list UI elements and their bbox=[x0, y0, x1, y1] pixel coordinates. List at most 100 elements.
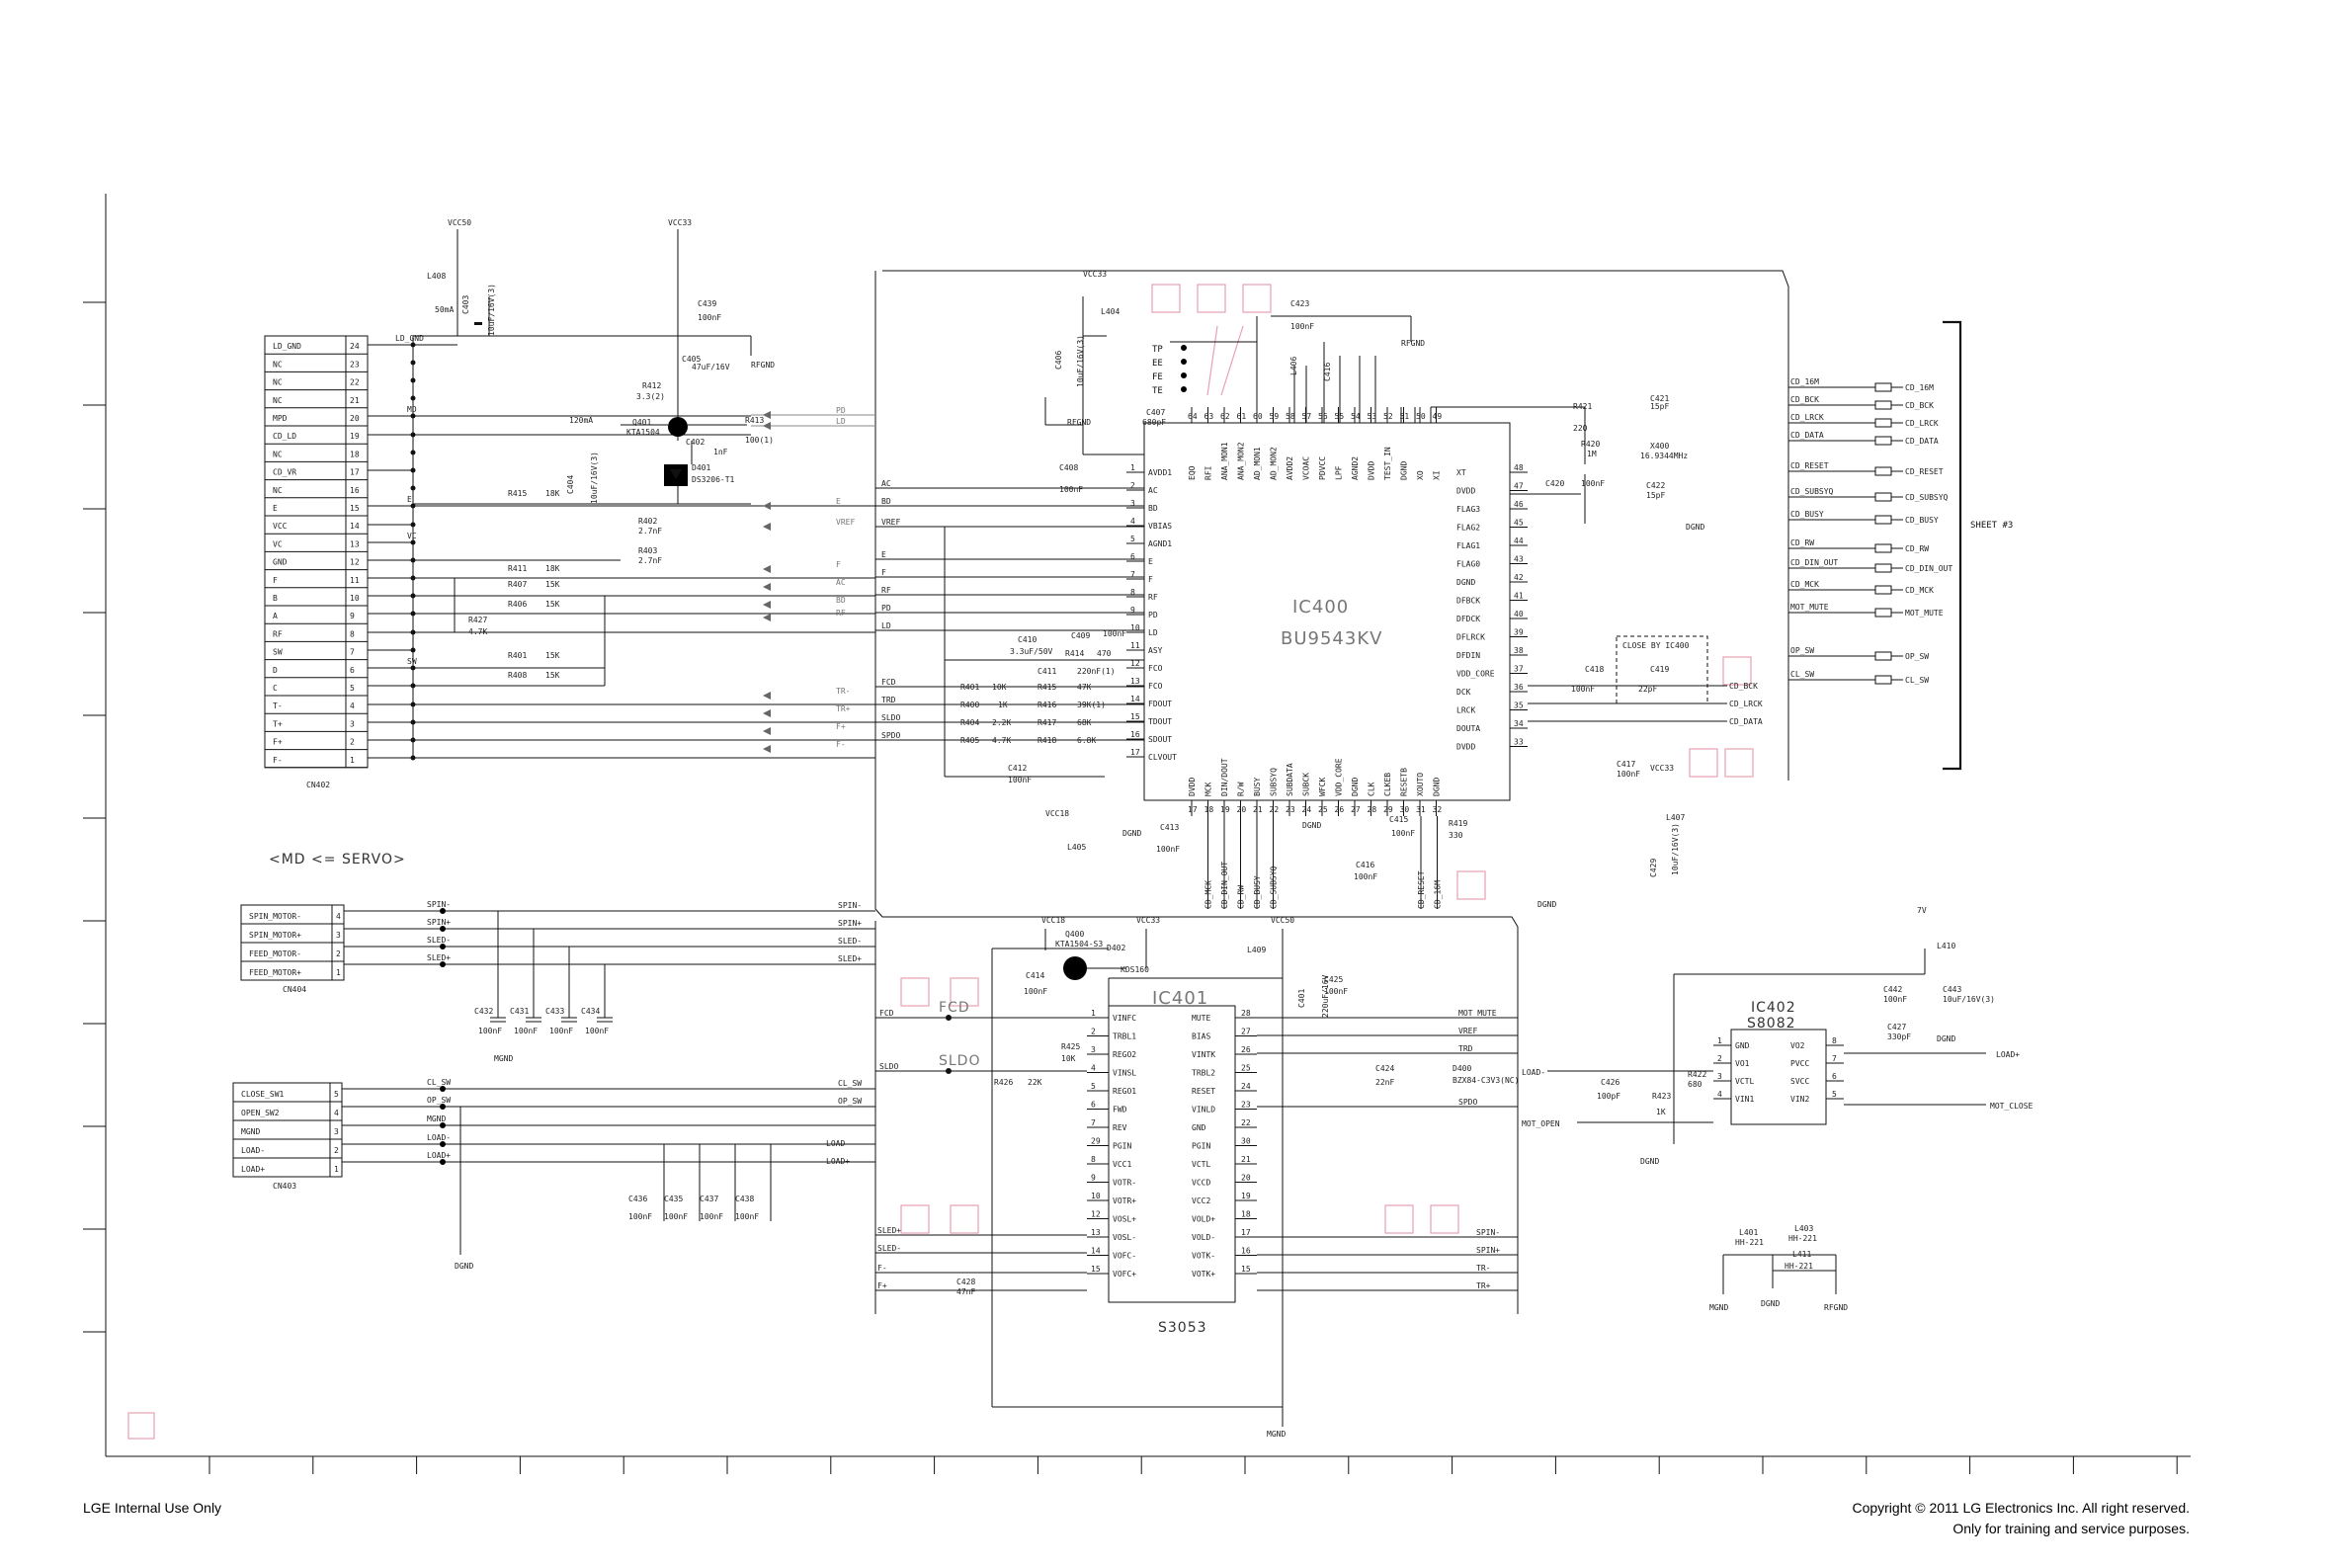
cn403-node-label: MGND bbox=[427, 1114, 446, 1123]
l406-label: L406 bbox=[1289, 357, 1298, 375]
ic400-pin-number: 47 bbox=[1514, 482, 1524, 491]
ic400-pins: 1AVDD12AC3BD4VBIAS5AGND16E7F8RF9PD10LD11… bbox=[1126, 345, 1763, 816]
r406-label: R406 bbox=[508, 600, 527, 609]
r420-label: R420 bbox=[1581, 440, 1600, 449]
dgnd-filter-label: DGND bbox=[1761, 1299, 1780, 1308]
test-point bbox=[1181, 345, 1187, 351]
testpoint-fe: FE bbox=[1152, 372, 1163, 382]
r404-label: R404 bbox=[960, 718, 979, 727]
cn402-pin-number: 8 bbox=[350, 629, 355, 638]
ic402-pin-name: GND bbox=[1735, 1041, 1750, 1050]
r403-label: R403 bbox=[638, 546, 657, 555]
ic400-input-label: FCD bbox=[881, 678, 896, 687]
c442-label: C442 bbox=[1883, 985, 1902, 994]
ic402-name: IC402 bbox=[1751, 1000, 1796, 1016]
bus-net-label: F+ bbox=[836, 722, 846, 731]
ic401-pin-name: VOTK+ bbox=[1192, 1270, 1215, 1279]
ic400-pin-number: 62 bbox=[1220, 412, 1230, 421]
bus-net-label: E bbox=[836, 497, 841, 506]
cn403-pin-number: 1 bbox=[334, 1165, 339, 1174]
iface-port bbox=[1874, 608, 1892, 618]
r415-value: 18K bbox=[545, 489, 560, 498]
ic400-pin-number: 60 bbox=[1253, 412, 1263, 421]
ic400-input-label: SLDO bbox=[881, 713, 900, 722]
ic401-pin-number: 12 bbox=[1091, 1210, 1101, 1219]
c423-value: 100nF bbox=[1290, 322, 1314, 331]
signal-bus: PDLDEVREFFACBDRFTR-TR+F+F-ACBDVREFEFRFPD… bbox=[751, 406, 1144, 778]
ic401-pin-number: 29 bbox=[1091, 1137, 1101, 1146]
c408-label: C408 bbox=[1059, 463, 1078, 472]
r407-value: 15K bbox=[545, 580, 560, 589]
iface-port-label: CD_RESET bbox=[1905, 467, 1944, 476]
cn402-pin-label: F bbox=[273, 576, 278, 585]
cn403-node bbox=[440, 1141, 446, 1147]
laser-driver bbox=[413, 229, 752, 505]
cn403-node bbox=[440, 1122, 446, 1128]
l408-label: L408 bbox=[427, 272, 446, 281]
r400-value: 1K bbox=[998, 701, 1008, 709]
r415b-label: R415 bbox=[1038, 683, 1056, 692]
cn403-pin-number: 4 bbox=[334, 1109, 339, 1117]
iface-net-label: CD_MCK bbox=[1790, 580, 1819, 589]
footer-right-2: Only for training and service purposes. bbox=[1952, 1521, 2190, 1536]
ic401-output-label: F+ bbox=[877, 1281, 887, 1290]
ic400-pin-number: 4 bbox=[1130, 517, 1135, 526]
iface-port bbox=[1874, 585, 1892, 595]
ic401-pin-name: MUTE bbox=[1192, 1014, 1210, 1023]
c414-label: C414 bbox=[1026, 971, 1044, 980]
ic400-pin-name: DVDD bbox=[1456, 743, 1475, 752]
r413-label: R413 bbox=[745, 416, 764, 425]
testpoint-ee: EE bbox=[1152, 359, 1163, 369]
c439-label: C439 bbox=[698, 299, 716, 308]
ic401-pin-name: GND bbox=[1192, 1123, 1206, 1132]
ic400-pin-name: AD_MON1 bbox=[1253, 447, 1262, 480]
ma50-label: 50mA bbox=[435, 305, 454, 314]
ic400-pin-number: 57 bbox=[1302, 412, 1312, 421]
cn402-pin-number: 22 bbox=[350, 378, 360, 387]
cn404-pin-number: 3 bbox=[336, 931, 341, 940]
bus-arrow bbox=[763, 411, 771, 419]
r405-value: 4.7K bbox=[992, 736, 1011, 745]
iface-port bbox=[1874, 492, 1892, 502]
cn404-pin-label: FEED_MOTOR- bbox=[249, 949, 301, 958]
d400-label: D400 bbox=[1453, 1064, 1471, 1073]
cn403-node bbox=[440, 1104, 446, 1110]
r405-label: R405 bbox=[960, 736, 979, 745]
ic400-pin-number: 7 bbox=[1130, 570, 1135, 579]
ic400-pin-number: 54 bbox=[1351, 412, 1361, 421]
ic400-body bbox=[1044, 296, 1586, 801]
motor-cap-label: C431 bbox=[510, 1007, 529, 1016]
test-point bbox=[1181, 359, 1187, 365]
c424-label: C424 bbox=[1375, 1064, 1394, 1073]
vcc33-q400-label: VCC33 bbox=[1136, 916, 1160, 925]
iface-net-label: CD_BUSY bbox=[1790, 510, 1824, 519]
motor-node-label: SLED- bbox=[427, 936, 451, 945]
c421-value: 15pF bbox=[1650, 402, 1669, 411]
ic400-pin-number: 3 bbox=[1130, 499, 1135, 508]
motor-cap-value: 100nF bbox=[478, 1027, 502, 1035]
ic400-pin-name: DFDCK bbox=[1456, 615, 1480, 623]
dgnd-ic400-label: DGND bbox=[1537, 900, 1556, 909]
ic401-pin-name: BIAS bbox=[1192, 1032, 1210, 1041]
c415-label: C415 bbox=[1389, 815, 1408, 824]
load-minus-ic402-label: LOAD- bbox=[1522, 1068, 1545, 1077]
ic400-pin-name: FCO bbox=[1148, 664, 1163, 673]
ic401-pin-number: 24 bbox=[1241, 1082, 1251, 1091]
ic401-output-label: SLED+ bbox=[877, 1226, 901, 1235]
r418-label: R418 bbox=[1038, 736, 1056, 745]
ic401-pin-name: REGO1 bbox=[1113, 1087, 1136, 1096]
ic401-pin-number: 15 bbox=[1091, 1265, 1101, 1274]
cn402-pin-number: 18 bbox=[350, 450, 360, 458]
ic401-pin-name: VOFC+ bbox=[1113, 1270, 1136, 1279]
bottom-net-label: CD_BUSY bbox=[1253, 875, 1262, 909]
ic401-name: IC401 bbox=[1152, 988, 1208, 1009]
r421-label: R421 bbox=[1573, 402, 1592, 411]
ic401-pin-number: 20 bbox=[1241, 1174, 1251, 1183]
bus-net-label: TR+ bbox=[836, 704, 851, 713]
ic400-pin-number: 11 bbox=[1130, 641, 1140, 650]
c419-label: C419 bbox=[1650, 665, 1669, 674]
ic401-pin-number: 18 bbox=[1241, 1210, 1251, 1219]
ic401-pin-number: 28 bbox=[1241, 1009, 1251, 1018]
ic401-pin-number: 13 bbox=[1091, 1228, 1101, 1237]
ic400-pin-name: FLAG0 bbox=[1456, 560, 1480, 569]
